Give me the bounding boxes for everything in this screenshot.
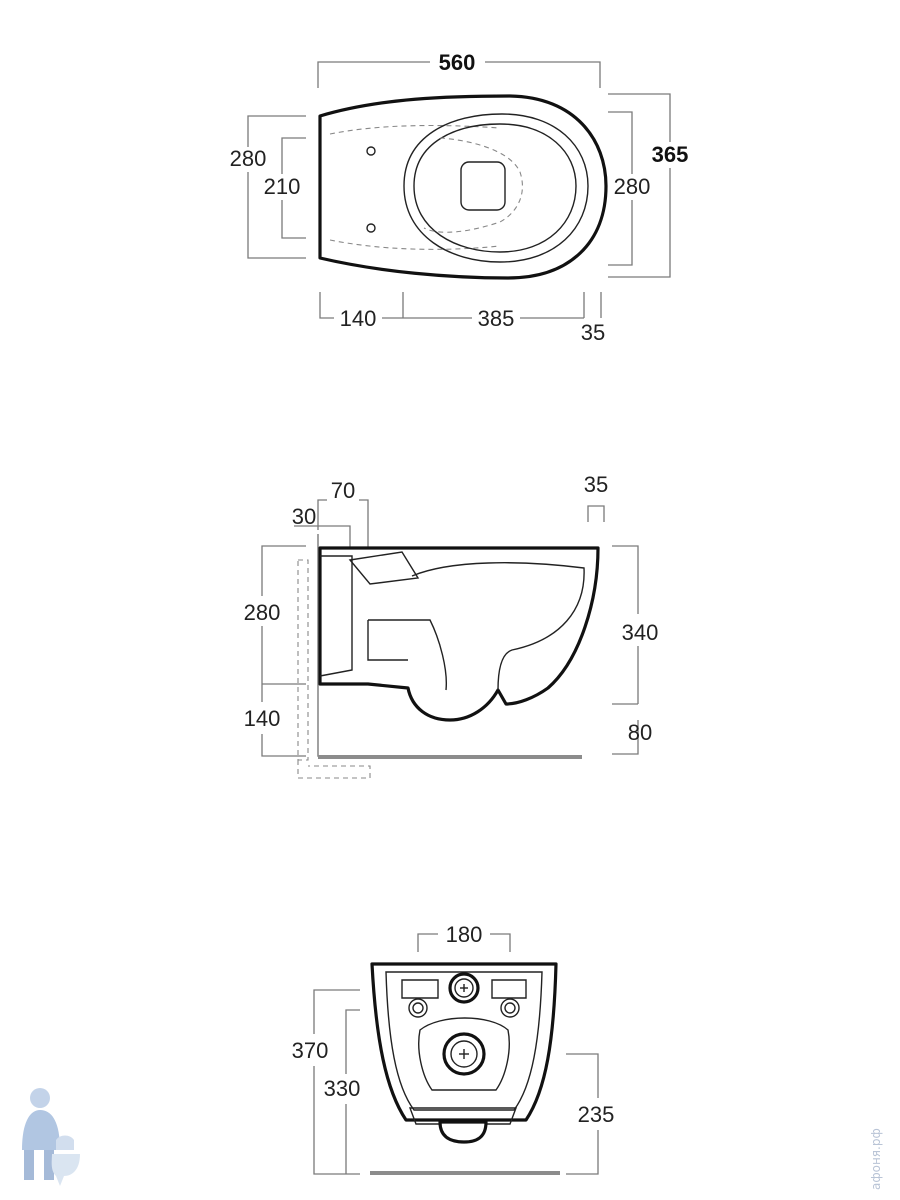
watermark-text: афоня.рф xyxy=(869,1128,883,1190)
back-view-foot xyxy=(438,1120,488,1144)
back-view-outlet-inner xyxy=(450,1040,478,1068)
back-view-bolt-left-inner xyxy=(412,1002,424,1014)
top-view-hidden-lines xyxy=(329,124,501,250)
top-view-fixing-hole-top xyxy=(366,146,376,156)
side-view-hidden-frame-base xyxy=(297,760,371,779)
side-view: 70 30 35 280 140 340 80 xyxy=(244,472,659,779)
side-view-70-label: 70 xyxy=(331,478,355,503)
back-view-330-label: 330 xyxy=(324,1076,361,1101)
side-view-340-label: 340 xyxy=(622,620,659,645)
top-view-drain-outlet xyxy=(460,161,506,211)
top-view-right-inner-label: 280 xyxy=(614,174,651,199)
back-view-slots xyxy=(401,979,527,999)
side-view-dimension-lines xyxy=(261,499,639,757)
back-view: 180 370 330 235 xyxy=(292,922,615,1175)
plumber-mascot-icon xyxy=(22,1088,80,1186)
top-view-seg-1-label: 140 xyxy=(340,306,377,331)
side-view-trap xyxy=(367,619,448,691)
back-view-bolt-left xyxy=(408,998,428,1018)
back-view-180-label: 180 xyxy=(446,922,483,947)
back-view-370-label: 370 xyxy=(292,1038,329,1063)
top-view-hidden-outlet xyxy=(423,137,523,233)
back-view-outlet-housing xyxy=(418,1017,510,1091)
side-view-80-label: 80 xyxy=(628,720,652,745)
top-view-inner-bowl xyxy=(413,123,577,253)
back-view-bolt-right xyxy=(500,998,520,1018)
top-view-seg-2-label: 385 xyxy=(478,306,515,331)
back-view-rim-bar xyxy=(408,1107,518,1125)
top-view: 560 280 210 280 365 140 385 35 xyxy=(230,50,689,345)
side-view-30-label: 30 xyxy=(292,504,316,529)
side-view-rim xyxy=(348,551,420,585)
top-view-left-outer-label: 280 xyxy=(230,146,267,171)
top-view-dimension-lines xyxy=(247,61,671,319)
top-view-right-outer-label: 365 xyxy=(652,142,689,167)
top-view-seg-3-label: 35 xyxy=(581,320,605,345)
top-view-left-inner-label: 210 xyxy=(264,174,301,199)
back-view-dimension-lines xyxy=(313,933,599,1175)
side-view-280-label: 280 xyxy=(244,600,281,625)
top-view-fixing-hole-bottom xyxy=(366,223,376,233)
side-view-bracket xyxy=(319,555,353,677)
back-view-inner-frame xyxy=(385,971,543,1111)
side-view-35-label: 35 xyxy=(584,472,608,497)
back-view-top-inlet-inner xyxy=(454,978,474,998)
back-view-235-label: 235 xyxy=(578,1102,615,1127)
top-view-width-label: 560 xyxy=(439,50,476,75)
side-view-bowl-outline xyxy=(318,546,600,722)
side-view-140-label: 140 xyxy=(244,706,281,731)
top-view-bowl-outline xyxy=(318,94,608,280)
side-view-hidden-frame xyxy=(297,559,309,761)
top-view-rim xyxy=(403,113,589,263)
side-view-inner-bowl xyxy=(411,562,585,691)
back-view-bolt-right-inner xyxy=(504,1002,516,1014)
